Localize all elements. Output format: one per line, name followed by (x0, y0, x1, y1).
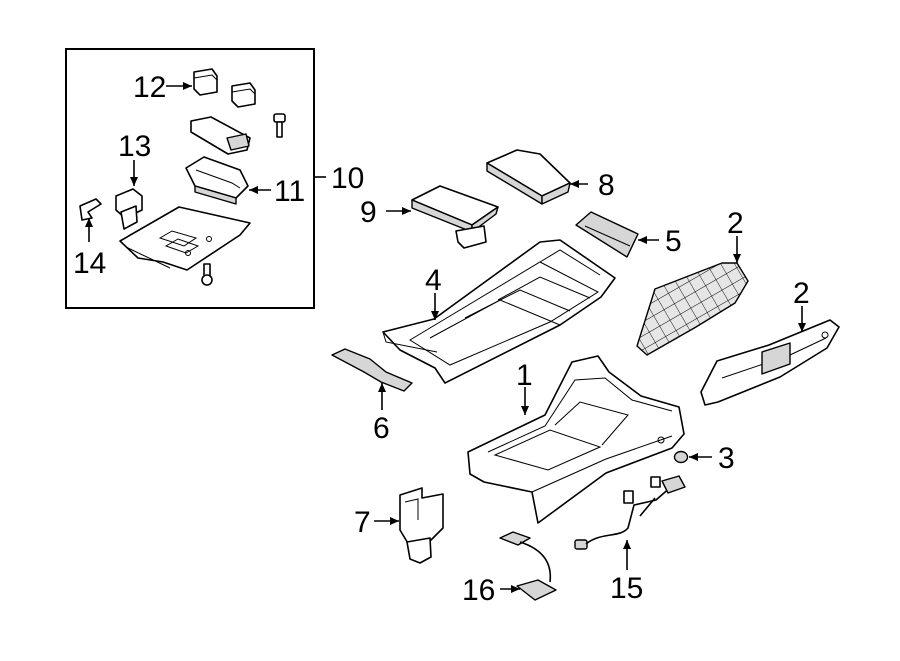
part-3-grommet (673, 450, 689, 464)
callout-11: 11 (274, 175, 305, 208)
part-1-console-base (467, 355, 685, 524)
part-16-aux-cable (499, 531, 557, 601)
part-2-side-panel-lower (700, 319, 840, 406)
callout-7: 7 (354, 506, 371, 539)
callout-14: 14 (73, 247, 106, 280)
part-15-wiring-harness (574, 475, 686, 550)
callout-6: 6 (373, 412, 390, 445)
callout-2-lower: 2 (793, 277, 810, 310)
part-9-storage-bin (411, 185, 499, 249)
inset-frame (65, 48, 315, 309)
callout-13: 13 (118, 130, 151, 163)
part-12-knob-cap (193, 68, 256, 108)
inset-shifter-plate (119, 206, 251, 271)
part-13-switch (115, 188, 143, 230)
callout-16: 16 (462, 574, 495, 607)
callout-10: 10 (331, 162, 364, 195)
callout-12: 12 (133, 71, 166, 104)
part-8-armrest-lid (486, 149, 571, 205)
part-6-bracket (331, 348, 413, 392)
callout-3: 3 (718, 442, 735, 475)
part-14-clip (79, 198, 102, 221)
part-7-cup-holder (399, 487, 444, 564)
callout-8: 8 (598, 169, 615, 202)
inset-bolt-upper (273, 113, 286, 138)
callout-15: 15 (610, 572, 643, 605)
inset-switch-plate (190, 116, 251, 155)
callout-9: 9 (360, 196, 377, 229)
part-5-trim-strip (575, 211, 639, 258)
part-11-bezel (185, 156, 249, 205)
callout-4: 4 (425, 264, 442, 297)
part-4-console-panel (382, 239, 616, 384)
callout-5: 5 (665, 225, 682, 258)
inset-bolt-lower (201, 263, 213, 286)
part-2-side-panel-upper (636, 262, 749, 356)
callout-2-upper: 2 (727, 207, 744, 240)
callout-1: 1 (516, 359, 533, 392)
